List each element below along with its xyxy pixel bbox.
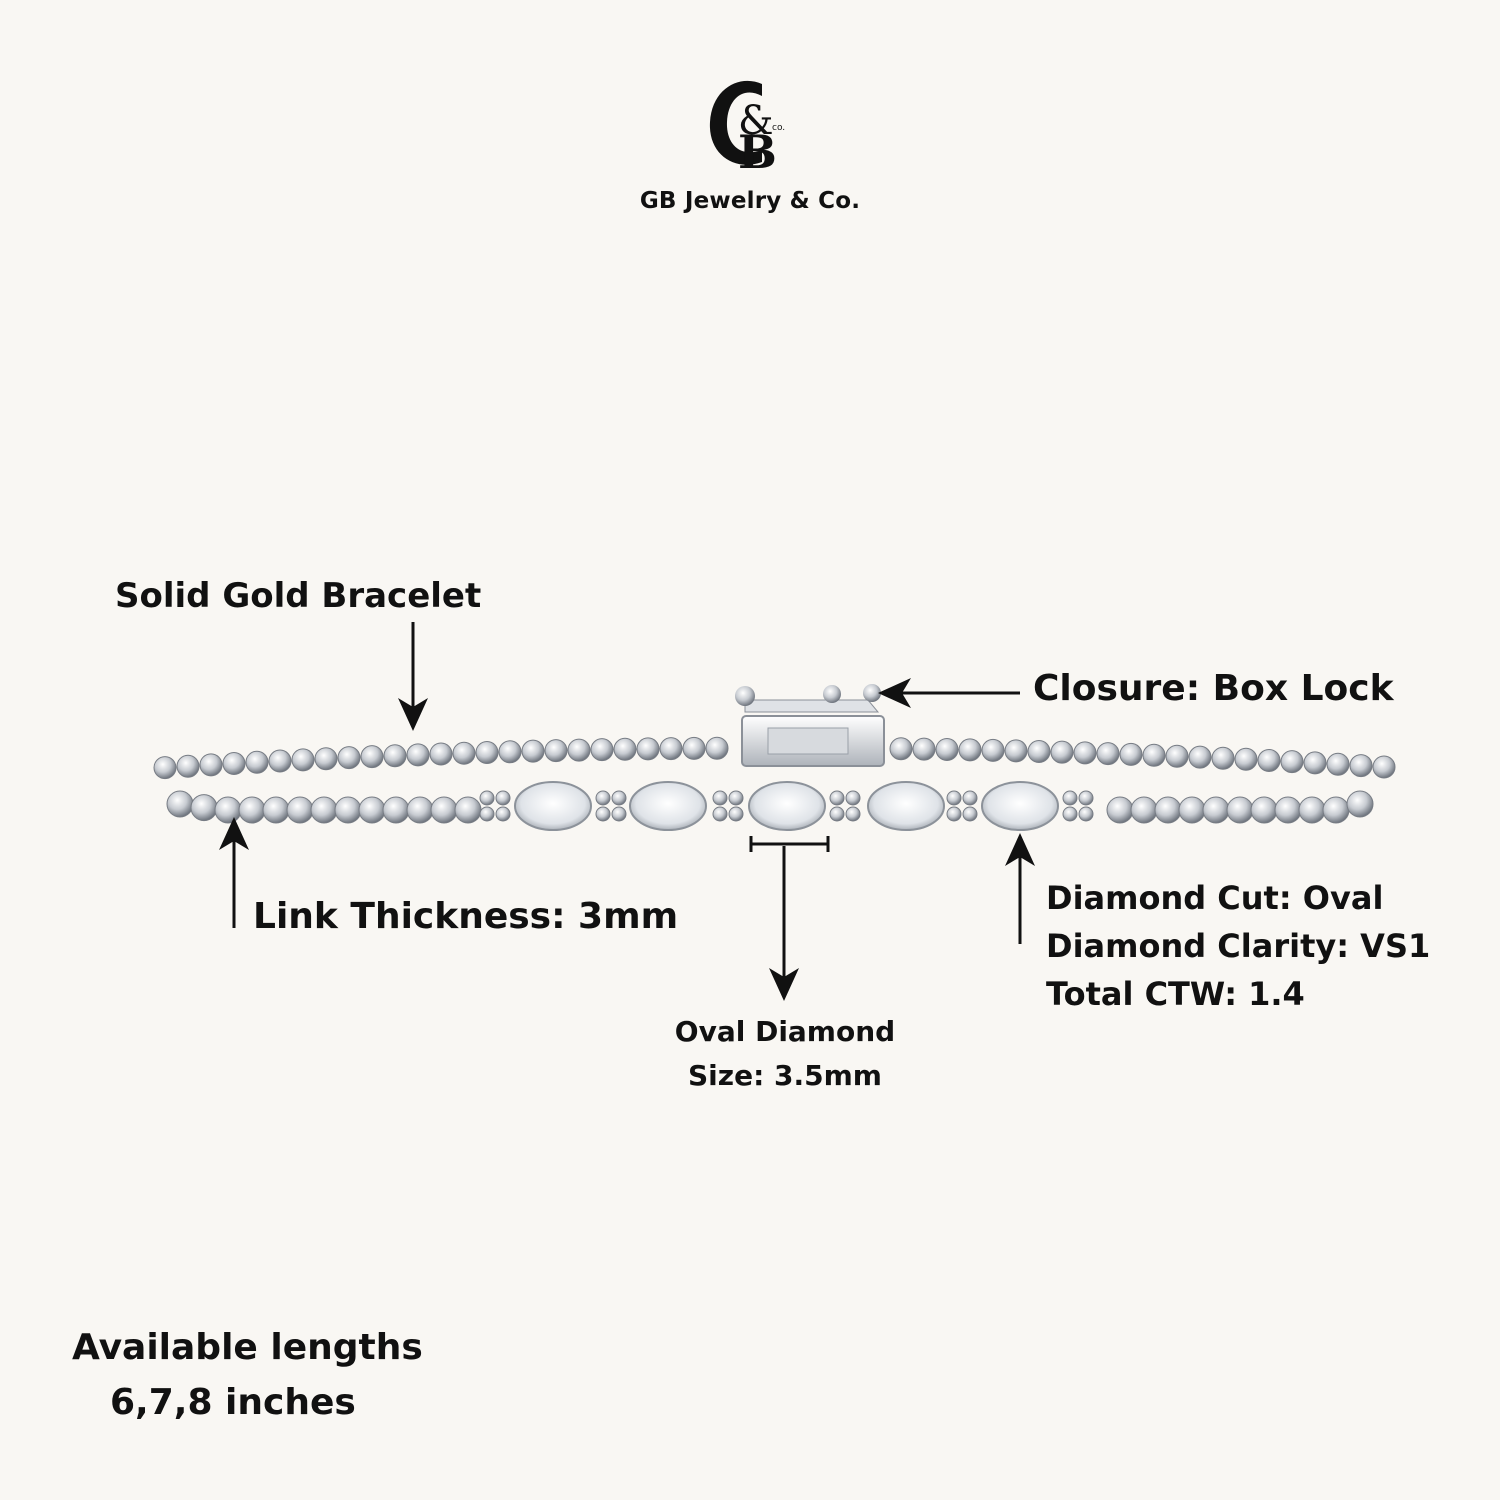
- oval-diamonds: [479, 781, 1094, 831]
- bracelet-link: [595, 790, 611, 806]
- bracelet-link: [1349, 754, 1373, 778]
- lengths-values: 6,7,8 inches: [110, 1382, 356, 1423]
- bracelet-link: [1188, 745, 1212, 769]
- bracelet-link: [1234, 747, 1258, 771]
- bracelet-link: [268, 749, 292, 773]
- bracelet-link: [611, 806, 627, 822]
- bracelet-link: [712, 806, 728, 822]
- total-ctw-label: Total CTW: 1.4: [1046, 975, 1305, 1013]
- bracelet-link: [611, 790, 627, 806]
- bracelet-link: [636, 737, 660, 761]
- bracelet-link: [495, 806, 511, 822]
- bracelet-link: [1280, 750, 1304, 774]
- bracelet-link: [1303, 751, 1327, 775]
- bracelet-link: [981, 738, 1005, 762]
- bracelet-link: [829, 806, 845, 822]
- bracelet-link: [728, 790, 744, 806]
- bracelet-link: [613, 737, 637, 761]
- bracelet-link: [728, 806, 744, 822]
- bracelet-link: [1165, 744, 1189, 768]
- bracelet-link: [845, 806, 861, 822]
- link-thickness-label: Link Thickness: 3mm: [253, 896, 679, 937]
- brand-logo-icon: & B co.: [709, 80, 785, 175]
- bracelet-link: [829, 790, 845, 806]
- bracelet-link: [567, 738, 591, 762]
- box-lock-clasp: [735, 684, 885, 767]
- bracelet-link: [544, 739, 568, 763]
- bracelet-link: [1078, 790, 1094, 806]
- bracelet-link: [383, 744, 407, 768]
- bracelet-link: [521, 739, 545, 763]
- brand-name: GB Jewelry & Co.: [639, 188, 861, 214]
- bracelet-link: [1372, 755, 1396, 779]
- bracelet-link: [712, 790, 728, 806]
- bracelet-link: [1142, 743, 1166, 767]
- lengths-heading: Available lengths: [72, 1327, 423, 1368]
- bracelet-link: [222, 752, 246, 776]
- bracelet-link: [946, 790, 962, 806]
- bracelet-link: [1027, 739, 1051, 763]
- bracelet-link: [314, 747, 338, 771]
- bracelet-link: [1346, 790, 1374, 818]
- material-label: Solid Gold Bracelet: [115, 576, 482, 616]
- oval-diamond: [748, 781, 826, 831]
- bracelet-link: [406, 743, 430, 767]
- bracelet-link: [479, 806, 495, 822]
- svg-text:&: &: [738, 98, 774, 144]
- bracelet-link: [1096, 742, 1120, 766]
- closure-label: Closure: Box Lock: [1033, 668, 1394, 709]
- bracelet-link: [1004, 739, 1028, 763]
- bracelet-link: [912, 737, 936, 761]
- bracelet-link: [1062, 806, 1078, 822]
- bracelet-front-strand: [166, 790, 1374, 824]
- bracelet-link: [962, 790, 978, 806]
- bracelet-link: [452, 741, 476, 765]
- bracelet-link: [958, 738, 982, 762]
- oval-diamond: [981, 781, 1059, 831]
- svg-text:B: B: [738, 125, 777, 175]
- bracelet-link: [1062, 790, 1078, 806]
- bracelet-link: [1119, 742, 1143, 766]
- bracelet-link: [659, 737, 683, 761]
- diamond-clarity-label: Diamond Clarity: VS1: [1046, 927, 1431, 965]
- bracelet-link: [705, 736, 729, 760]
- bracelet-link: [1326, 752, 1350, 776]
- bracelet-link: [682, 736, 706, 760]
- available-lengths: Available lengths 6,7,8 inches: [72, 1320, 423, 1430]
- bracelet-link: [1257, 748, 1281, 772]
- bracelet-link: [1078, 806, 1094, 822]
- bracelet-link: [337, 746, 361, 770]
- oval-diamond: [629, 781, 707, 831]
- logo-suffix: co.: [772, 123, 785, 133]
- oval-size-label: Oval Diamond Size: 3.5mm: [674, 1015, 896, 1092]
- bracelet-link: [245, 750, 269, 774]
- diamond-specs: Diamond Cut: Oval Diamond Clarity: VS1 T…: [1046, 874, 1430, 1018]
- bracelet-link: [479, 790, 495, 806]
- bracelet-back-strand: [153, 736, 1396, 780]
- bracelet-link: [962, 806, 978, 822]
- bracelet-link: [495, 790, 511, 806]
- bracelet-link: [889, 737, 913, 761]
- bracelet-link: [176, 754, 200, 778]
- oval-diamond: [514, 781, 592, 831]
- bracelet-link: [475, 740, 499, 764]
- bracelet-link: [935, 737, 959, 761]
- bracelet-link: [291, 748, 315, 772]
- bracelet-link: [429, 742, 453, 766]
- bracelet-link: [153, 756, 177, 780]
- bracelet-link: [946, 806, 962, 822]
- bracelet-link: [498, 740, 522, 764]
- bracelet-link: [1073, 741, 1097, 765]
- bracelet-link: [1211, 746, 1235, 770]
- bracelet-link: [845, 790, 861, 806]
- bracelet-link: [595, 806, 611, 822]
- oval-diamond: [867, 781, 945, 831]
- bracelet-link: [1050, 740, 1074, 764]
- bracelet-link: [199, 753, 223, 777]
- bracelet-link: [590, 738, 614, 762]
- diamond-cut-label: Diamond Cut: Oval: [1046, 879, 1384, 917]
- bracelet-link: [360, 745, 384, 769]
